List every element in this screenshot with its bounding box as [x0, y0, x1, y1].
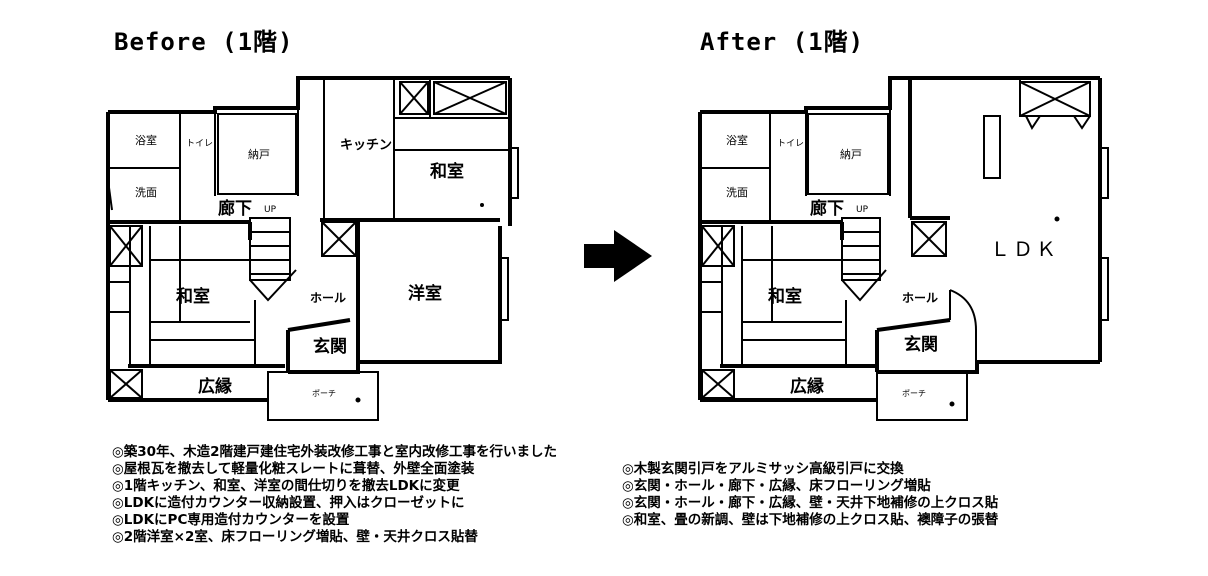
after-floor-plan: [698, 76, 1109, 421]
label-ldk: ＬＤＫ: [990, 237, 1059, 261]
label-up: UP: [264, 205, 277, 215]
before-title: Before (1階): [114, 28, 294, 56]
note-item: ◎築30年、木造2階建戸建住宅外装改修工事と室内改修工事を行いました: [112, 444, 557, 460]
after-room-labels: 浴室 トイレ 納戸 洗面 廊下 UP ＬＤＫ 和室 ホール 玄関 広縁 ポーチ: [726, 133, 1059, 398]
label-toilet: トイレ: [186, 139, 213, 149]
label-porch: ポーチ: [902, 389, 926, 398]
label-hall: ホール: [310, 291, 346, 305]
label-washroom: 洗面: [135, 186, 157, 199]
before-floor-plan: [106, 76, 519, 421]
after-title: After (1階): [700, 28, 865, 56]
note-item: ◎LDKにPC専用造付カウンターを設置: [112, 512, 350, 528]
note-item: ◎LDKに造付カウンター収納設置、押入はクローゼットに: [112, 495, 465, 511]
note-item: ◎1階キッチン、和室、洋室の間仕切りを撤去LDKに変更: [112, 478, 460, 494]
label-entrance: 玄関: [904, 334, 938, 355]
label-toilet: トイレ: [777, 139, 804, 149]
arrow-icon: [584, 230, 652, 282]
before-room-labels: 浴室 トイレ 納戸 キッチン 洗面 廊下 UP 和室 和室 ホール 洋室 玄関 …: [135, 133, 464, 398]
label-corridor: 廊下: [218, 198, 252, 219]
label-japanese-room-sw: 和室: [176, 286, 210, 307]
label-up: UP: [856, 205, 869, 215]
note-item: ◎和室、畳の新調、壁は下地補修の上クロス貼、襖障子の張替: [622, 512, 999, 528]
label-bath: 浴室: [135, 133, 157, 147]
label-japanese-room-ne: 和室: [430, 161, 464, 182]
notes-left: ◎築30年、木造2階建戸建住宅外装改修工事と室内改修工事を行いました ◎屋根瓦を…: [112, 444, 557, 546]
label-storage: 納戸: [840, 148, 862, 161]
label-kitchen: キッチン: [340, 138, 392, 153]
label-washroom: 洗面: [726, 186, 748, 199]
label-japanese-room: 和室: [768, 286, 802, 307]
label-veranda: 広縁: [198, 376, 232, 397]
label-corridor: 廊下: [810, 198, 844, 219]
note-item: ◎玄関・ホール・廊下・広縁、床フローリング増貼: [622, 478, 931, 494]
label-porch: ポーチ: [312, 389, 336, 398]
note-item: ◎屋根瓦を撤去して軽量化粧スレートに葺替、外壁全面塗装: [112, 461, 475, 477]
note-item: ◎木製玄関引戸をアルミサッシ高級引戸に交換: [622, 461, 904, 477]
label-storage: 納戸: [248, 148, 270, 161]
note-item: ◎玄関・ホール・廊下・広縁、壁・天井下地補修の上クロス貼: [622, 495, 999, 511]
label-bath: 浴室: [726, 133, 748, 147]
label-western-room: 洋室: [408, 283, 442, 304]
note-item: ◎2階洋室×2室、床フローリング増貼、壁・天井クロス貼替: [112, 529, 478, 545]
label-hall: ホール: [902, 291, 938, 305]
label-entrance: 玄関: [313, 336, 347, 357]
label-veranda: 広縁: [790, 376, 824, 397]
notes-right: ◎木製玄関引戸をアルミサッシ高級引戸に交換 ◎玄関・ホール・廊下・広縁、床フロー…: [622, 461, 998, 529]
